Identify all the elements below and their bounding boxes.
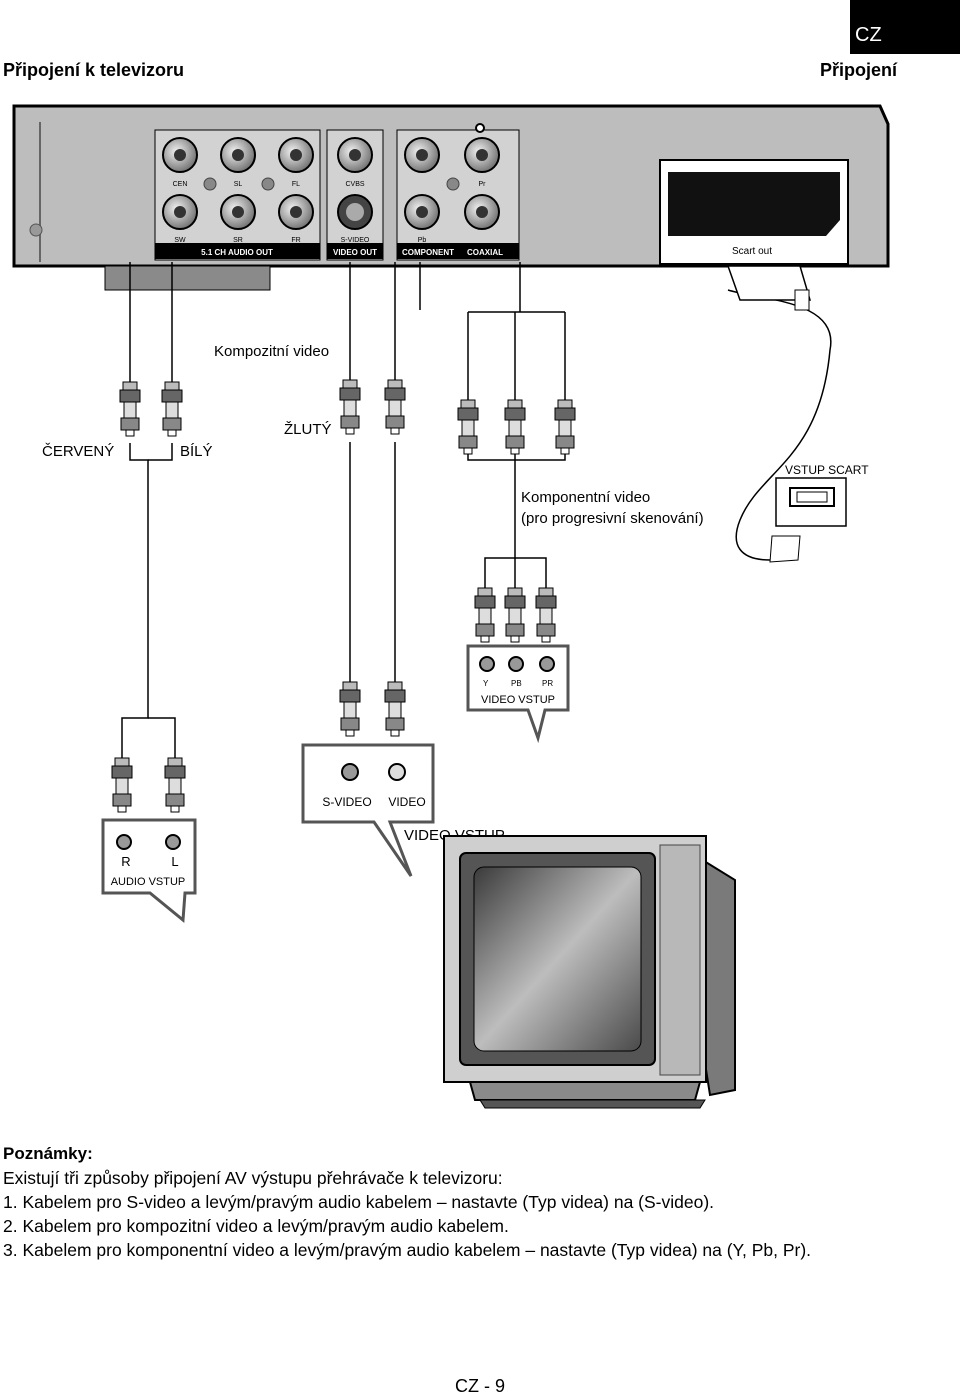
cables (121, 262, 832, 760)
plug-tv-y (474, 587, 496, 643)
component-video-in-label: VIDEO VSTUP (481, 694, 555, 706)
jack-label-pb: Pb (418, 237, 427, 244)
component-input-box: Y PB PR VIDEO VSTUP (466, 644, 570, 744)
scart-plug-top (726, 265, 812, 301)
plug-tv-svideo (339, 681, 361, 737)
scart-in-label: VSTUP SCART (785, 463, 869, 477)
red-label: ČERVENÝ (42, 443, 114, 460)
jack-label-fr: FR (291, 237, 300, 244)
y-label: Y (483, 679, 489, 688)
player-back-panel: 5.1 CH AUDIO OUT VIDEO OUT COMPONENT COA… (12, 104, 890, 291)
plug-tv-pr (535, 587, 557, 643)
notes: Poznámky: Existují tři způsoby připojení… (3, 1142, 953, 1262)
component-title: Komponentní video (521, 489, 650, 506)
jack-label-pr: Pr (479, 181, 487, 188)
jack-label-sr: SR (233, 237, 243, 244)
video-label: VIDEO (388, 795, 425, 809)
svideo-label: S-VIDEO (322, 795, 371, 809)
yellow-label: ŽLUTÝ (284, 421, 332, 438)
audio-in-label: AUDIO VSTUP (111, 876, 186, 888)
chapter-title: Připojení (819, 60, 897, 80)
language-tab: CZ (850, 0, 960, 54)
plug-tv-r (111, 757, 133, 813)
connection-diagram: 5.1 CH AUDIO OUT VIDEO OUT COMPONENT COA… (12, 104, 890, 1109)
plug-component-pr (554, 399, 576, 455)
video-out-label: VIDEO OUT (333, 248, 377, 257)
plug-tv-video (384, 681, 406, 737)
audio-input-box: R L AUDIO VSTUP (101, 818, 197, 923)
composite-label: Kompozitní video (214, 343, 329, 360)
component-subtitle: (pro progresivní skenování) (521, 510, 704, 527)
scart-out-label: Scart out (732, 246, 772, 257)
pr-label: PR (542, 679, 553, 688)
scart-socket (668, 172, 840, 236)
notes-item-1: 1. Kabelem pro S-video a levým/pravým au… (3, 1192, 715, 1212)
audio-r-label: R (121, 854, 130, 869)
plug-tv-l (164, 757, 186, 813)
plug-yellow-2 (384, 379, 406, 435)
pb-label: PB (511, 679, 522, 688)
jack-label-svideo: S-VIDEO (341, 237, 370, 244)
section-title: Připojení k televizoru (3, 60, 185, 80)
plug-component-pb (504, 399, 526, 455)
plug-yellow (339, 379, 361, 435)
plug-tv-pb (504, 587, 526, 643)
coaxial-label: COAXIAL (467, 248, 503, 257)
notes-title: Poznámky: (3, 1144, 93, 1163)
notes-intro: Existují tři způsoby připojení AV výstup… (3, 1168, 503, 1188)
jack-label-cvbs: CVBS (345, 181, 364, 188)
jack-label-sw: SW (174, 237, 186, 244)
jack-label-fl: FL (292, 181, 300, 188)
audio-l-label: L (171, 854, 178, 869)
component-label: COMPONENT (402, 248, 454, 257)
jack-label-sl: SL (234, 181, 243, 188)
plug-component-y (457, 399, 479, 455)
notes-item-3: 3. Kabelem pro komponentní video a levým… (3, 1240, 812, 1260)
white-label: BÍLÝ (180, 443, 213, 460)
jack-label-cen: CEN (173, 181, 188, 188)
language-label: CZ (855, 24, 882, 46)
notes-item-2: 2. Kabelem pro kompozitní video a levým/… (3, 1216, 509, 1236)
page-number: CZ - 9 (454, 1376, 505, 1396)
plug-white (161, 381, 183, 437)
tv-illustration (443, 835, 736, 1109)
plug-red (119, 381, 141, 437)
video-input-box: S-VIDEO VIDEO (301, 743, 435, 877)
audio-out-label: 5.1 CH AUDIO OUT (201, 248, 273, 257)
